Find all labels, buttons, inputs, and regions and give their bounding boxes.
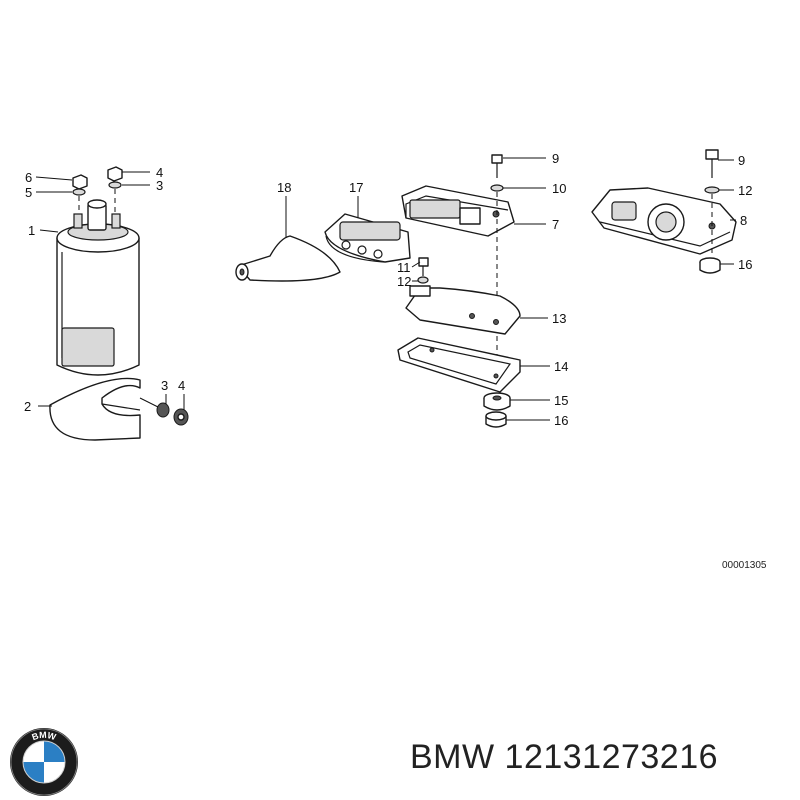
callout-2: 2 — [24, 399, 31, 414]
callout-8: 8 — [740, 213, 747, 228]
mounting-bracket — [49, 377, 141, 441]
callout-16: 16 — [738, 257, 752, 272]
callout-15: 15 — [554, 393, 568, 408]
callout-9: 9 — [552, 151, 559, 166]
callout-1: 1 — [28, 223, 35, 238]
callout-5: 5 — [25, 185, 32, 200]
rubber-bushings — [483, 392, 511, 428]
nut-washer-bottom — [139, 397, 189, 426]
nut-washer-top — [72, 166, 123, 212]
callout-11: 11 — [397, 260, 411, 275]
callout-17: 17 — [349, 180, 363, 195]
gasket — [397, 337, 521, 393]
callout-12: 12 — [738, 183, 752, 198]
part-number-caption: BMW 12131273216 — [410, 738, 719, 776]
callout-14: 14 — [554, 359, 568, 374]
callout-18: 18 — [277, 180, 291, 195]
heat-sink-plate — [405, 285, 521, 335]
rubber-boot — [235, 235, 341, 282]
callout-13: 13 — [552, 311, 566, 326]
callout-12: 12 — [397, 274, 411, 289]
callout-3: 3 — [161, 378, 168, 393]
logo-quadrant-blue — [23, 762, 44, 783]
callout-6: 6 — [25, 170, 32, 185]
callout-7: 7 — [552, 217, 559, 232]
callout-16: 16 — [554, 413, 568, 428]
screw-washer-plate — [417, 257, 429, 284]
callout-10: 10 — [552, 181, 566, 196]
callout-3: 3 — [156, 178, 163, 193]
rubber-bushing-right — [699, 257, 721, 274]
callout-4: 4 — [178, 378, 185, 393]
leader-lines — [35, 157, 736, 421]
logo-quadrant-blue — [44, 741, 65, 762]
logo-letters: BMW — [30, 730, 57, 742]
control-unit-right — [591, 187, 737, 255]
connector-plug — [324, 213, 411, 263]
bmw-logo: BMW — [10, 728, 78, 796]
drawing-number: 00001305 — [722, 560, 767, 571]
callout-numbers: 1 2 6 5 4 3 3 4 18 17 9 10 7 11 12 13 14… — [24, 151, 752, 428]
callout-4: 4 — [156, 165, 163, 180]
callout-9: 9 — [738, 153, 745, 168]
ignition-coil — [56, 199, 140, 376]
ignition-control-module — [401, 185, 515, 237]
